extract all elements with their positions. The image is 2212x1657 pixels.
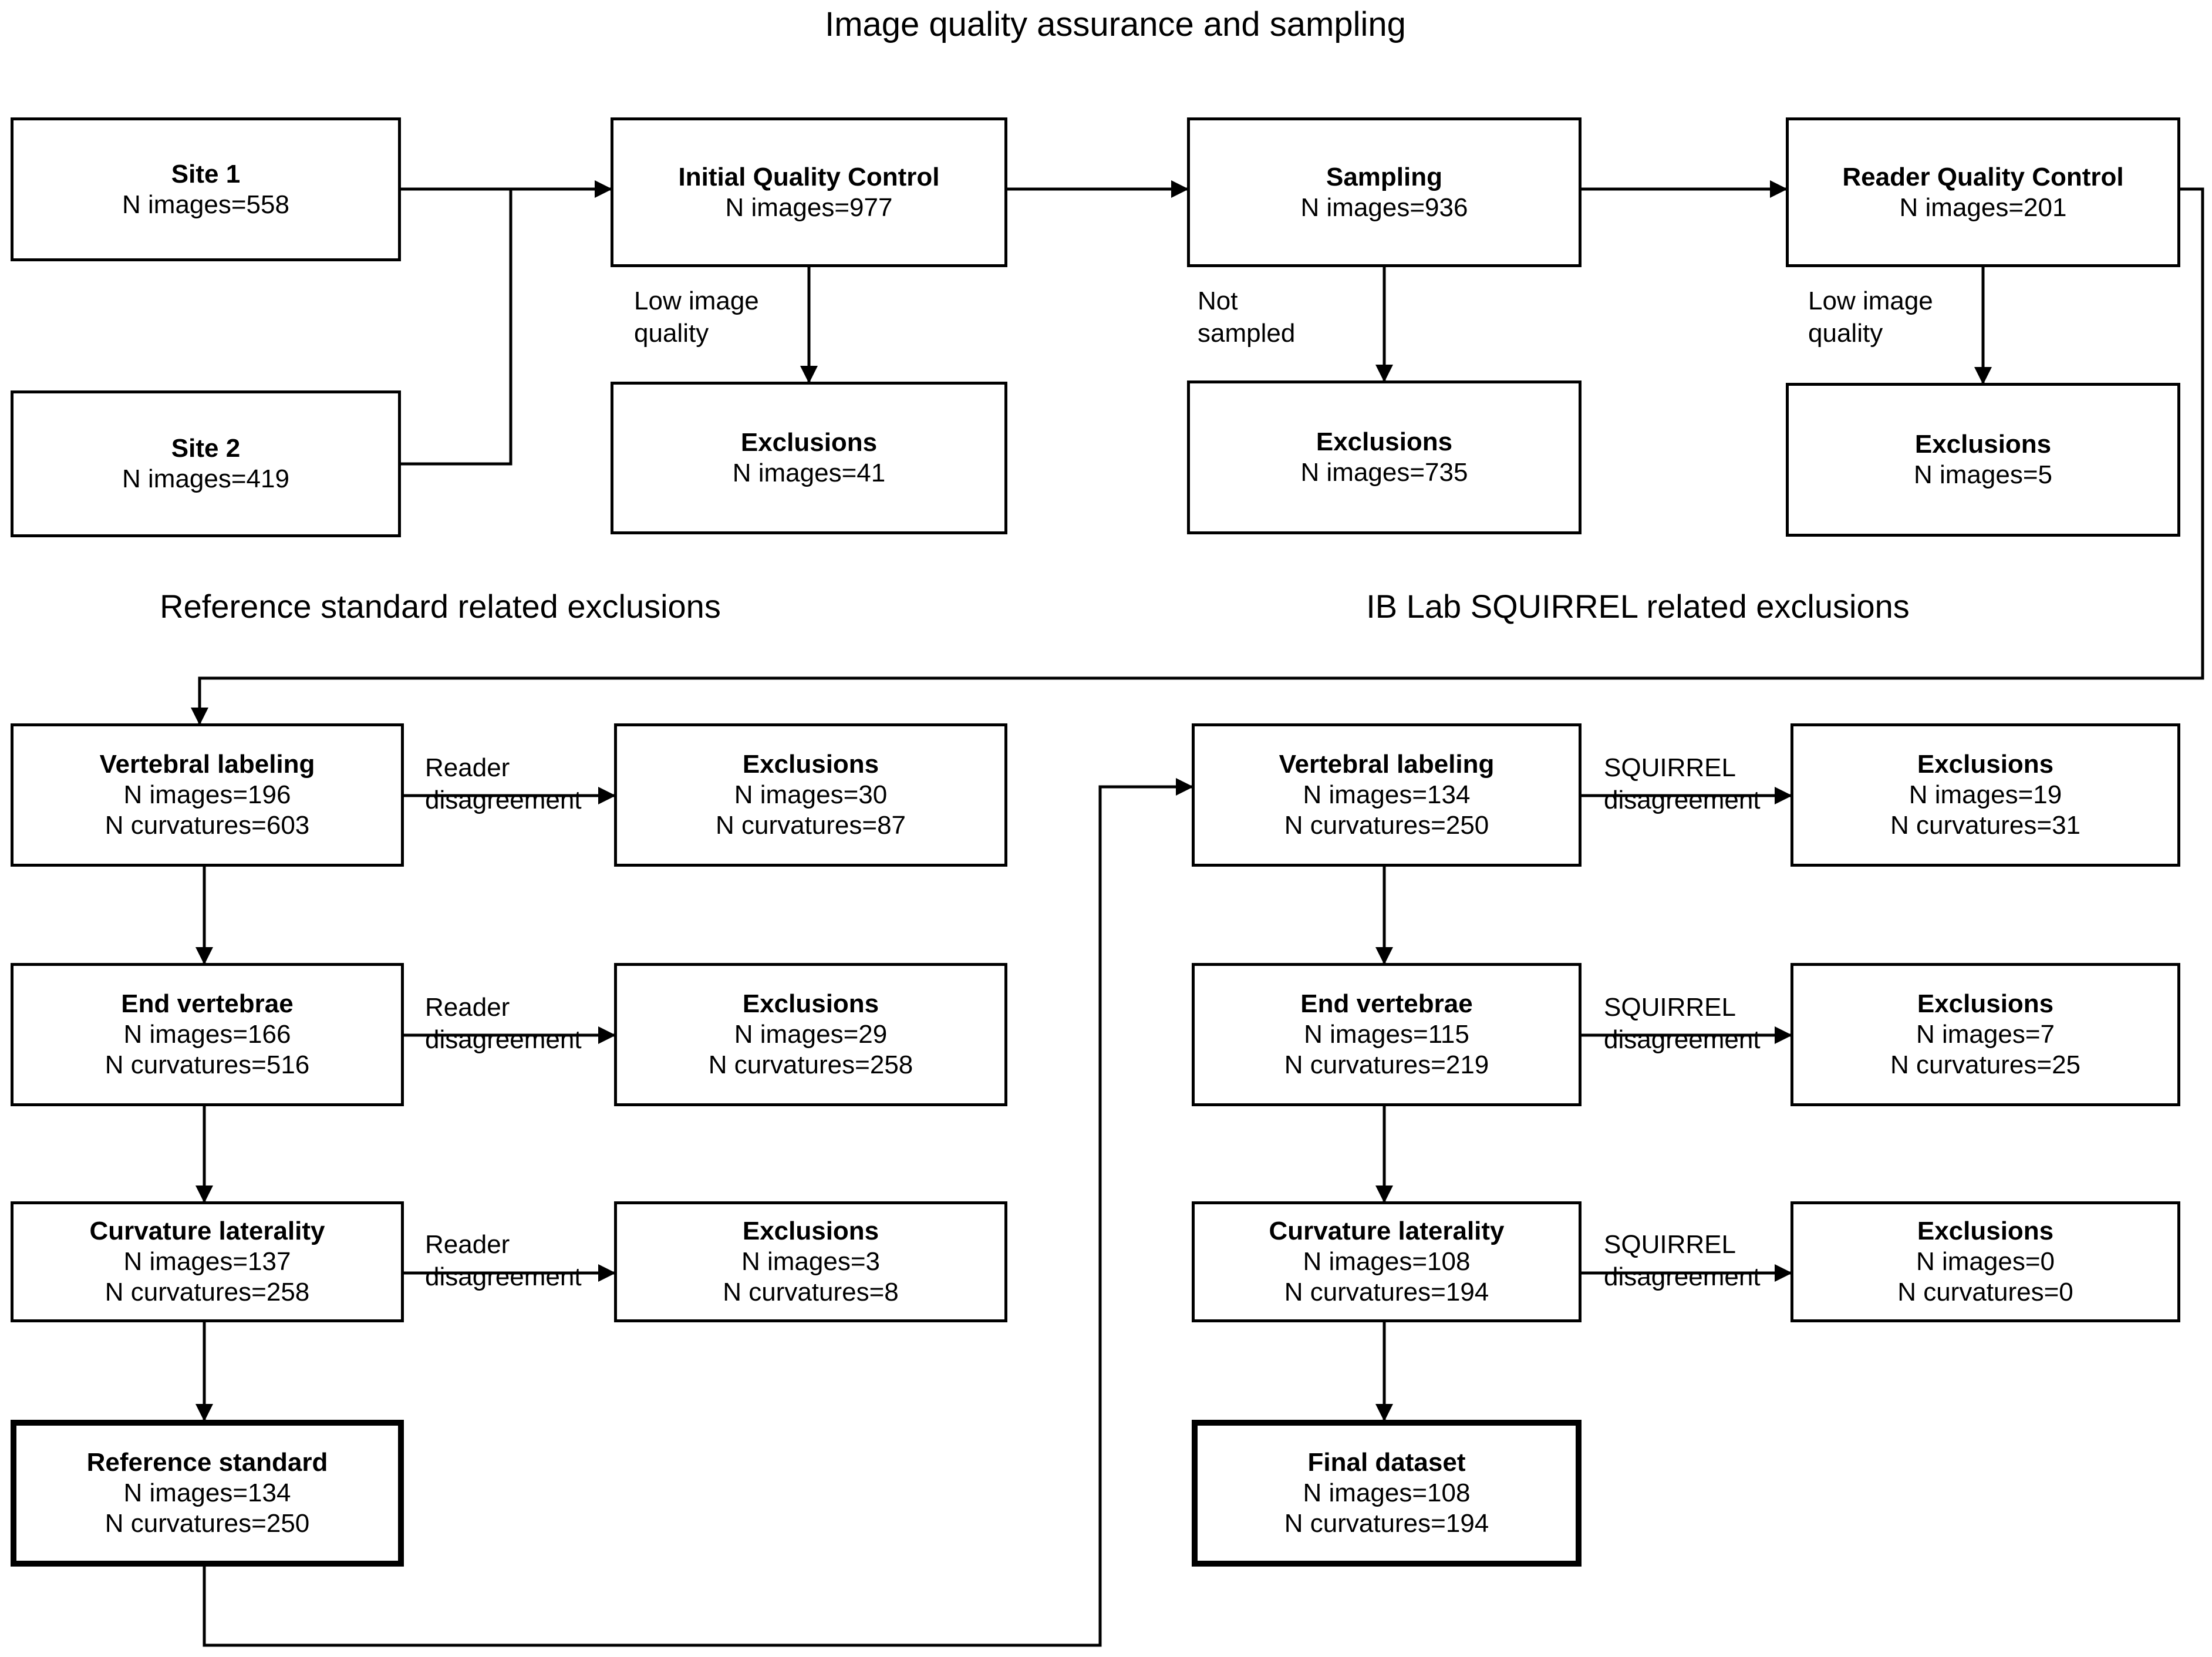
node-title: Site 1	[171, 159, 241, 188]
wire-site2-merge	[401, 189, 512, 466]
node-reader-qc-exclusions: Exclusions N images=5	[1786, 383, 2180, 537]
node-line-2: N curvatures=258	[708, 1050, 913, 1079]
node-line-2: N curvatures=87	[715, 810, 906, 840]
node-title: Exclusions	[742, 989, 879, 1019]
node-ref-curvature-laterality-exclusions: Exclusions N images=3 N curvatures=8	[614, 1201, 1007, 1322]
node-sampling: Sampling N images=936	[1187, 117, 1582, 267]
node-initial-qc-exclusions: Exclusions N images=41	[611, 382, 1007, 534]
node-line-1: N images=977	[725, 193, 893, 222]
node-title: Curvature laterality	[89, 1217, 325, 1246]
node-line-1: N images=3	[741, 1247, 880, 1277]
node-title: Exclusions	[1914, 430, 2052, 459]
node-line-2: N curvatures=258	[104, 1277, 310, 1306]
node-title: Vertebral labeling	[1279, 750, 1495, 779]
node-title: Exclusions	[740, 428, 878, 457]
edge-label-reader-disagreement-3: Reader disagreement	[425, 1230, 582, 1291]
node-line-1: N images=936	[1300, 193, 1468, 222]
node-line-1: N images=419	[122, 464, 289, 493]
node-sampling-exclusions: Exclusions N images=735	[1187, 380, 1582, 534]
node-title: Vertebral labeling	[99, 750, 315, 779]
node-title: Reference standard	[86, 1448, 328, 1477]
node-line-1: N images=0	[1916, 1247, 2055, 1277]
edge-label-not-sampled: Not sampled	[1198, 287, 1296, 348]
node-sq-vertebral-labeling: Vertebral labeling N images=134 N curvat…	[1192, 723, 1582, 867]
edge-label-squirrel-disagreement-3: SQUIRREL disagreement	[1604, 1230, 1761, 1291]
node-line-2: N curvatures=219	[1284, 1050, 1489, 1079]
node-title: End vertebrae	[1300, 989, 1473, 1019]
node-line-1: N images=735	[1300, 458, 1468, 487]
page-title: Image quality assurance and sampling	[825, 5, 1406, 43]
node-final-dataset: Final dataset N images=108 N curvatures=…	[1192, 1420, 1582, 1567]
node-title: Exclusions	[1316, 427, 1453, 457]
node-line-1: N images=41	[732, 459, 886, 487]
node-line-1: N images=19	[1908, 780, 2062, 810]
edge-label-low-image-quality-1: Low image quality	[634, 287, 759, 348]
node-line-2: N curvatures=25	[1890, 1050, 2081, 1079]
node-title: Curvature laterality	[1269, 1217, 1505, 1246]
node-line-1: N images=558	[122, 190, 289, 219]
node-line-1: N images=201	[1899, 193, 2067, 222]
node-line-1: N images=30	[734, 780, 888, 810]
section-title-squirrel: IB Lab SQUIRREL related exclusions	[1366, 588, 1910, 625]
node-title: Final dataset	[1307, 1448, 1466, 1477]
node-title: Site 2	[171, 434, 241, 463]
node-line-1: N images=134	[1303, 780, 1471, 810]
node-line-1: N images=5	[1913, 460, 2052, 489]
node-line-2: N curvatures=0	[1897, 1277, 2073, 1306]
node-sq-curvature-laterality: Curvature laterality N images=108 N curv…	[1192, 1201, 1582, 1322]
node-title: Exclusions	[1917, 1217, 2054, 1246]
edge-label-squirrel-disagreement-2: SQUIRREL disagreement	[1604, 993, 1761, 1054]
node-sq-end-vertebrae: End vertebrae N images=115 N curvatures=…	[1192, 963, 1582, 1106]
node-reader-quality-control: Reader Quality Control N images=201	[1786, 117, 2180, 267]
node-ref-vertebral-labeling-exclusions: Exclusions N images=30 N curvatures=87	[614, 723, 1007, 867]
node-title: Reader Quality Control	[1842, 162, 2124, 191]
node-line-1: N images=108	[1303, 1478, 1471, 1508]
section-title-reference: Reference standard related exclusions	[160, 588, 721, 625]
node-site-1: Site 1 N images=558	[11, 117, 401, 261]
edge-label-reader-disagreement-1: Reader disagreement	[425, 753, 582, 814]
node-line-2: N curvatures=250	[1284, 810, 1489, 840]
node-line-1: N images=196	[123, 780, 291, 810]
edge-label-reader-disagreement-2: Reader disagreement	[425, 993, 582, 1054]
node-ref-curvature-laterality: Curvature laterality N images=137 N curv…	[11, 1201, 404, 1322]
node-ref-end-vertebrae-exclusions: Exclusions N images=29 N curvatures=258	[614, 963, 1007, 1106]
node-title: Exclusions	[742, 750, 879, 779]
edge-label-low-image-quality-2: Low image quality	[1808, 287, 1933, 348]
node-title: End vertebrae	[121, 989, 294, 1019]
node-title: Exclusions	[742, 1217, 879, 1246]
node-reference-standard: Reference standard N images=134 N curvat…	[11, 1420, 404, 1567]
node-title: Exclusions	[1917, 989, 2054, 1019]
node-ref-vertebral-labeling: Vertebral labeling N images=196 N curvat…	[11, 723, 404, 867]
node-line-1: N images=108	[1303, 1247, 1471, 1277]
node-line-2: N curvatures=31	[1890, 810, 2081, 840]
node-sq-curvature-laterality-exclusions: Exclusions N images=0 N curvatures=0	[1790, 1201, 2180, 1322]
node-initial-quality-control: Initial Quality Control N images=977	[611, 117, 1007, 267]
node-line-1: N images=134	[123, 1478, 291, 1508]
node-line-2: N curvatures=194	[1284, 1508, 1489, 1538]
node-title: Initial Quality Control	[678, 162, 940, 191]
node-sq-end-vertebrae-exclusions: Exclusions N images=7 N curvatures=25	[1790, 963, 2180, 1106]
node-title: Exclusions	[1917, 750, 2054, 779]
node-line-2: N curvatures=603	[104, 810, 310, 840]
node-ref-end-vertebrae: End vertebrae N images=166 N curvatures=…	[11, 963, 404, 1106]
node-line-1: N images=7	[1916, 1020, 2055, 1049]
node-site-2: Site 2 N images=419	[11, 390, 401, 537]
node-sq-vertebral-labeling-exclusions: Exclusions N images=19 N curvatures=31	[1790, 723, 2180, 867]
node-line-2: N curvatures=8	[723, 1277, 899, 1306]
node-line-1: N images=115	[1304, 1020, 1469, 1049]
node-line-1: N images=166	[123, 1020, 291, 1049]
node-line-2: N curvatures=250	[104, 1508, 310, 1538]
node-title: Sampling	[1326, 162, 1443, 191]
edge-label-squirrel-disagreement-1: SQUIRREL disagreement	[1604, 753, 1761, 814]
node-line-2: N curvatures=194	[1284, 1277, 1489, 1306]
node-line-2: N curvatures=516	[104, 1050, 310, 1079]
node-line-1: N images=137	[123, 1247, 291, 1277]
node-line-1: N images=29	[734, 1020, 888, 1049]
